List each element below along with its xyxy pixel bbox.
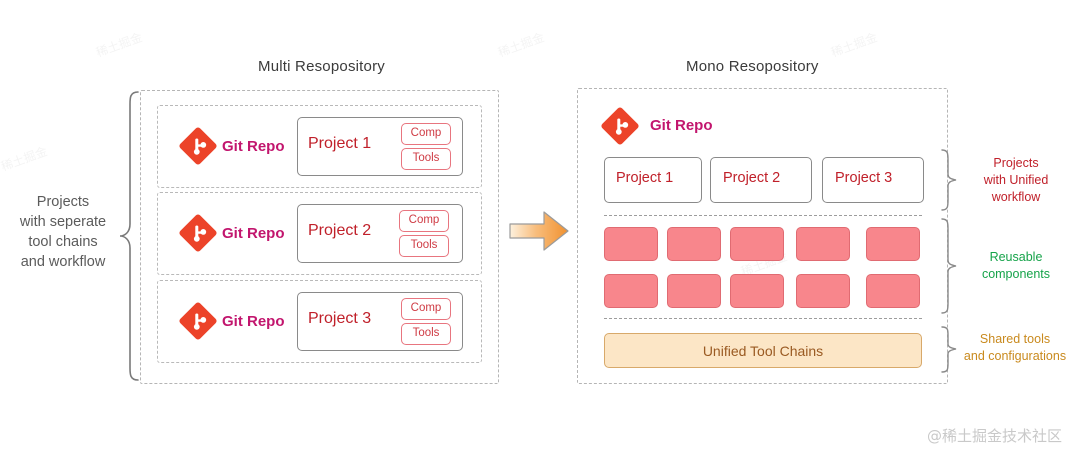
chip-comp-2[interactable]: Comp — [399, 210, 449, 232]
right-label-components: Reusable components — [960, 249, 1072, 283]
git-repo-label-2: Git Repo — [222, 225, 285, 242]
page-title-mono-repo: Mono Resopository — [686, 58, 819, 75]
component-cell[interactable] — [730, 227, 784, 261]
git-repo-label-3: Git Repo — [222, 313, 285, 330]
unified-tool-chains-bar[interactable]: Unified Tool Chains — [604, 333, 922, 368]
component-cell[interactable] — [796, 227, 850, 261]
left-side-label-line: and workflow — [20, 254, 106, 270]
mono-project-box-3[interactable] — [822, 157, 924, 203]
mono-project-box-2[interactable] — [710, 157, 812, 203]
right-label-line: Projects — [993, 156, 1039, 170]
right-label-shared-tools: Shared tools and configurations — [952, 331, 1078, 365]
git-logo-icon — [179, 127, 217, 165]
component-cell[interactable] — [604, 274, 658, 308]
right-label-projects: Projects with Unified workflow — [960, 155, 1072, 206]
right-label-line: with Unified — [983, 173, 1049, 187]
right-brace-icon-tools — [941, 326, 957, 373]
git-logo-icon — [601, 107, 639, 145]
chip-tools-3[interactable]: Tools — [401, 323, 451, 345]
mono-divider-bottom — [604, 318, 922, 319]
chip-tools-2[interactable]: Tools — [399, 235, 449, 257]
component-cell[interactable] — [866, 227, 920, 261]
right-brace-icon-projects — [941, 149, 957, 211]
left-side-label: Projects with seperate tool chains and w… — [8, 192, 118, 272]
chip-comp-3[interactable]: Comp — [401, 298, 451, 320]
multi-repo-container — [140, 90, 499, 384]
left-side-label-line: tool chains — [28, 234, 98, 250]
right-label-line: components — [981, 267, 1051, 281]
chip-tools-1[interactable]: Tools — [401, 148, 451, 170]
git-repo-label-mono: Git Repo — [650, 117, 713, 134]
right-arrow-icon — [509, 211, 569, 251]
mono-project-label-2: Project 2 — [723, 170, 781, 186]
background-watermark: 稀土掘金 — [0, 144, 50, 174]
project-label-1: Project 1 — [308, 135, 372, 152]
left-brace-icon — [119, 91, 139, 381]
right-label-line: Shared tools — [979, 332, 1051, 346]
chip-comp-1[interactable]: Comp — [401, 123, 451, 145]
site-watermark: @稀土掘金技术社区 — [926, 427, 1062, 445]
right-label-line: workflow — [991, 190, 1041, 204]
mono-project-label-3: Project 3 — [835, 170, 893, 186]
background-watermark: 稀土掘金 — [496, 30, 547, 60]
component-cell[interactable] — [667, 274, 721, 308]
component-cell[interactable] — [796, 274, 850, 308]
background-watermark: 稀土掘金 — [829, 30, 880, 60]
project-label-2: Project 2 — [308, 222, 372, 239]
git-logo-icon — [179, 302, 217, 340]
right-label-line: Reusable — [989, 250, 1043, 264]
left-side-label-line: with seperate — [19, 214, 107, 230]
project-label-3: Project 3 — [308, 310, 372, 327]
mono-divider-top — [604, 215, 922, 216]
page-title-multi-repo: Multi Resopository — [258, 58, 385, 75]
component-cell[interactable] — [866, 274, 920, 308]
git-repo-label-1: Git Repo — [222, 138, 285, 155]
git-logo-icon — [179, 214, 217, 252]
right-brace-icon-components — [941, 218, 957, 314]
component-cell[interactable] — [667, 227, 721, 261]
background-watermark: 稀土掘金 — [94, 30, 145, 60]
left-side-label-line: Projects — [36, 194, 90, 210]
component-cell[interactable] — [604, 227, 658, 261]
mono-project-box-1[interactable] — [604, 157, 702, 203]
mono-project-label-1: Project 1 — [616, 170, 674, 186]
right-label-line: and configurations — [963, 349, 1067, 363]
component-cell[interactable] — [730, 274, 784, 308]
